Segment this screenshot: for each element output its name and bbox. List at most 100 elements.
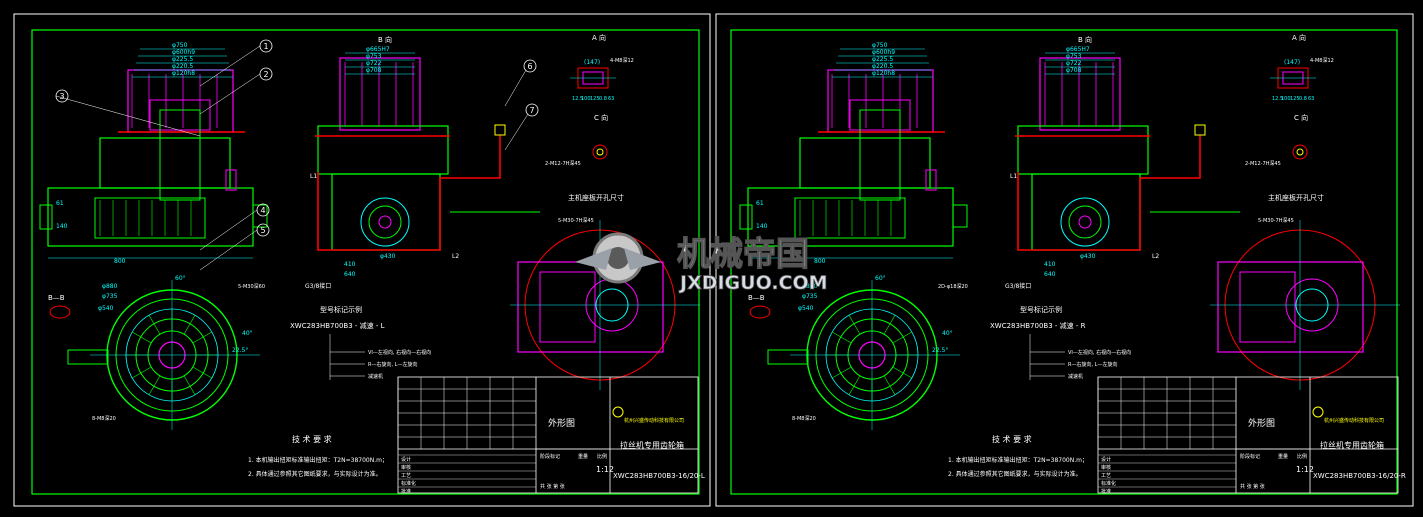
balloon-leader [504, 69, 527, 107]
tb-sign-label: 工艺 [401, 473, 411, 479]
front-gearbox-body [799, 137, 931, 189]
bb-label-holes: 2D-φ18深20 [938, 283, 968, 290]
front-dim-label: φ600h9 [172, 49, 195, 56]
bb-spoke [832, 331, 852, 344]
note-line: 1. 本机输出扭矩标准输出扭矩：T2N=38700N.m； [248, 456, 388, 464]
front-hub [849, 99, 911, 131]
b-dim-label: φ722 [366, 60, 382, 67]
front-dim-label: φ220.5 [172, 63, 193, 70]
bb-spoke [883, 375, 896, 395]
c-view-hole [1292, 144, 1308, 160]
balloon-leader [55, 95, 201, 137]
tb-sheet: 共 张 第 张 [540, 483, 565, 490]
bb-spoke [848, 315, 861, 335]
view-bb-title: B—B [748, 294, 765, 302]
bb-dim-40: 40° [242, 330, 253, 337]
note-line: 1. 本机输出扭矩标准输出扭矩：T2N=38700N.m； [948, 456, 1088, 464]
b-dim-label: φ708 [366, 67, 382, 74]
tb-sign-label: 标准化 [401, 480, 416, 487]
watermark: 机械帝国 JXDIGUO.COM [575, 232, 828, 294]
drawing-sheet-left: φ750φ600h9φ225.5φ220.5φ120h8800140611234… [39, 33, 705, 495]
model-code: XWC283HB700B3 - 减速 - R [990, 321, 1086, 330]
balloon-number: 4 [261, 206, 266, 215]
balloon-number: 2 [264, 70, 269, 79]
bb-dim-60: 60° [875, 275, 886, 282]
bb-side-shaft [767, 349, 809, 365]
a-dim-147: (147) [584, 59, 600, 66]
b-output-hub [368, 205, 402, 239]
tb-sign-label: 设计 [1101, 456, 1111, 463]
balloon-number: 6 [528, 62, 533, 71]
front-input-shaft [39, 204, 53, 230]
bb-key-detail [49, 305, 71, 319]
bb-side-shaft [67, 349, 109, 365]
b-label-g38: G3/8接口 [1005, 282, 1031, 290]
front-gearbox-body [99, 137, 231, 189]
b-view: B 向φ665H7φ753φ722φ708410640φ430L1L2G3/8接… [305, 35, 540, 290]
model-code: XWC283HB700B3 - 减速 - L [290, 321, 385, 330]
c-view-core [1296, 148, 1304, 156]
front-dim-label: φ225.5 [872, 56, 893, 63]
front-dim-label: φ750 [172, 42, 188, 49]
b-output-gear [360, 197, 410, 247]
tb-scale-label: 比例 [597, 453, 607, 460]
bb-spoke [832, 366, 852, 379]
tb-sign-label: 批准 [1101, 488, 1111, 495]
notes-title: 技 术 要 求 [992, 434, 1032, 444]
b-lower-body [331, 173, 441, 251]
b-dim-430: φ430 [1080, 253, 1096, 260]
watermark-url: JXDIGUO.COM [678, 272, 828, 294]
bb-spoke [883, 315, 896, 335]
front-oil-port [225, 169, 237, 191]
bb-spoke [148, 315, 161, 335]
a-label-holes: 4-M8深12 [1310, 57, 1334, 64]
b-top-housing [339, 57, 421, 131]
front-dim-label: φ120h8 [172, 70, 195, 77]
a-side-dim: 125 [590, 96, 600, 102]
model-legend-item: VI—左视向, 右视向—右视向 [1068, 349, 1131, 356]
product-name: 拉丝机专用齿轮箱 [620, 440, 684, 450]
balloon-callout [525, 103, 539, 117]
front-dim-140: 140 [756, 223, 768, 230]
tb-stage: 阶段标记 [1240, 453, 1260, 460]
base-plate-view: 5-M30-7H深45 [1210, 217, 1400, 390]
view-a-title: A 向 [592, 33, 606, 42]
balloon-number: 1 [264, 42, 269, 51]
b-label-l1: L1 [1010, 173, 1017, 180]
front-vertical-shaft [159, 109, 201, 201]
bb-dim-40: 40° [942, 330, 953, 337]
front-output-stub [952, 204, 968, 228]
front-dim-800: 800 [114, 258, 126, 265]
bb-dim-225: 22.5° [232, 347, 248, 354]
b-view: B 向φ665H7φ753φ722φ708410640φ430L1L2G3/8接… [1005, 35, 1240, 290]
a-side-dim: 100 [581, 96, 591, 102]
drawing-number: XWC283HB700B3-16/20-R [1313, 472, 1406, 480]
b-dim-label: φ753 [1066, 53, 1082, 60]
title-block: 设计审核工艺标准化批准外形图杭州兴盛传动科技有限公司拉丝机专用齿轮箱阶段标记重量… [397, 376, 705, 495]
a-side-dim: 125 [1290, 96, 1300, 102]
b-dim-640: 640 [344, 271, 356, 278]
front-dim-label: φ120h8 [872, 70, 895, 77]
b-oil-pipe [317, 135, 501, 251]
front-lower-housing [47, 187, 254, 247]
a-dim-147: (147) [1284, 59, 1300, 66]
b-top-housing [1039, 57, 1121, 131]
tb-sign-label: 工艺 [1101, 473, 1111, 479]
b-dim-label: φ665H7 [1066, 46, 1090, 53]
sheet-frame-left [13, 13, 711, 507]
view-a-title: A 向 [1292, 33, 1306, 42]
balloon-callout [523, 59, 537, 73]
balloon-leader [199, 73, 261, 115]
b-dim-430: φ430 [380, 253, 396, 260]
watermark-gear-icon [575, 232, 661, 284]
model-legend-item: 减速机 [368, 373, 383, 380]
c-label-2m12: 2-M12-7H深45 [545, 160, 581, 167]
balloon-number: 3 [60, 92, 65, 101]
a-side-dim: 12.5 [1272, 96, 1283, 102]
front-dim-61: 61 [756, 200, 764, 207]
bb-key-detail [749, 305, 771, 319]
model-title: 型号标记示例 [320, 305, 362, 314]
b-sensor-box [1194, 124, 1206, 136]
